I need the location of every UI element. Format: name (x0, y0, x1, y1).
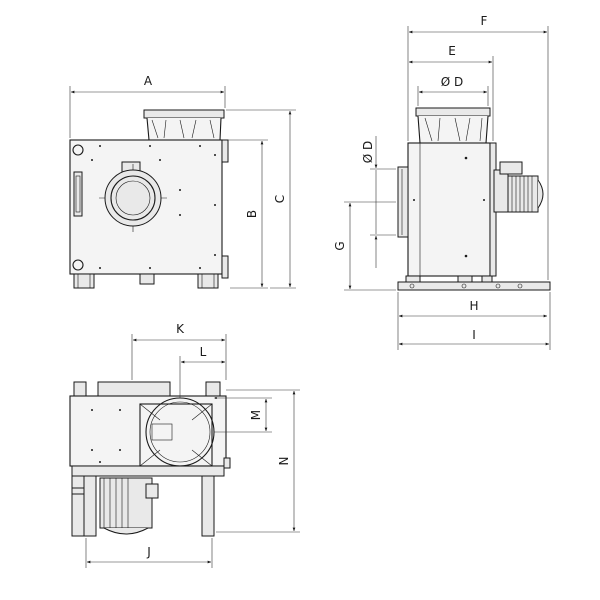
dimension-K: K (131, 322, 227, 380)
label-D-vertical: Ø D (361, 141, 375, 164)
label-L: L (200, 345, 207, 359)
top-motor (99, 477, 159, 535)
front-handle (73, 171, 83, 217)
label-F: F (481, 14, 488, 28)
side-housing (407, 142, 491, 277)
dimension-H: H (397, 292, 548, 322)
top-view: K L M N J (69, 322, 300, 568)
top-bracket (205, 381, 221, 397)
top-legs (71, 475, 215, 537)
corner-screw (72, 259, 84, 271)
top-base-rail (71, 465, 225, 477)
dimension-M: M (214, 397, 272, 433)
top-outlet-flange (97, 381, 171, 397)
dimension-D-horizontal: Ø D (417, 75, 489, 106)
corner-screw (72, 144, 84, 156)
label-A: A (144, 74, 153, 88)
label-N: N (277, 457, 291, 466)
dimension-L: L (179, 345, 226, 398)
front-outlet-spigot (143, 109, 225, 141)
side-outlet-spigot (415, 107, 491, 144)
dimension-A: A (69, 74, 226, 138)
label-E: E (448, 44, 456, 58)
label-D: Ø D (441, 75, 464, 89)
front-hinge-bottom (221, 255, 229, 279)
front-hinge-top (221, 139, 229, 163)
front-rivets (91, 145, 216, 269)
label-M: M (249, 410, 263, 420)
label-K: K (176, 322, 185, 336)
label-C: C (273, 195, 287, 203)
side-rivets (413, 156, 485, 258)
dimension-J: J (85, 538, 213, 568)
side-base-frame (397, 275, 551, 291)
side-view: F E Ø D Ø D G (333, 14, 551, 350)
label-I: I (472, 328, 476, 342)
side-motor (493, 161, 544, 213)
dimension-I: I (397, 292, 551, 350)
front-feet (73, 273, 219, 289)
dimension-E: E (408, 44, 494, 141)
front-view: A B C (69, 74, 296, 289)
top-bracket (73, 381, 87, 397)
dimension-N: N (216, 389, 300, 533)
dimension-G: G (333, 201, 396, 291)
dimension-B: B (228, 139, 268, 289)
side-inlet-flange (397, 166, 409, 238)
label-B: B (245, 210, 259, 218)
label-G: G (333, 241, 347, 250)
front-inlet (99, 161, 167, 232)
dimension-F: F (407, 14, 549, 280)
label-H: H (469, 299, 478, 313)
label-J: J (146, 545, 151, 559)
dimension-C: C (226, 109, 296, 289)
top-side-nub (223, 457, 231, 469)
